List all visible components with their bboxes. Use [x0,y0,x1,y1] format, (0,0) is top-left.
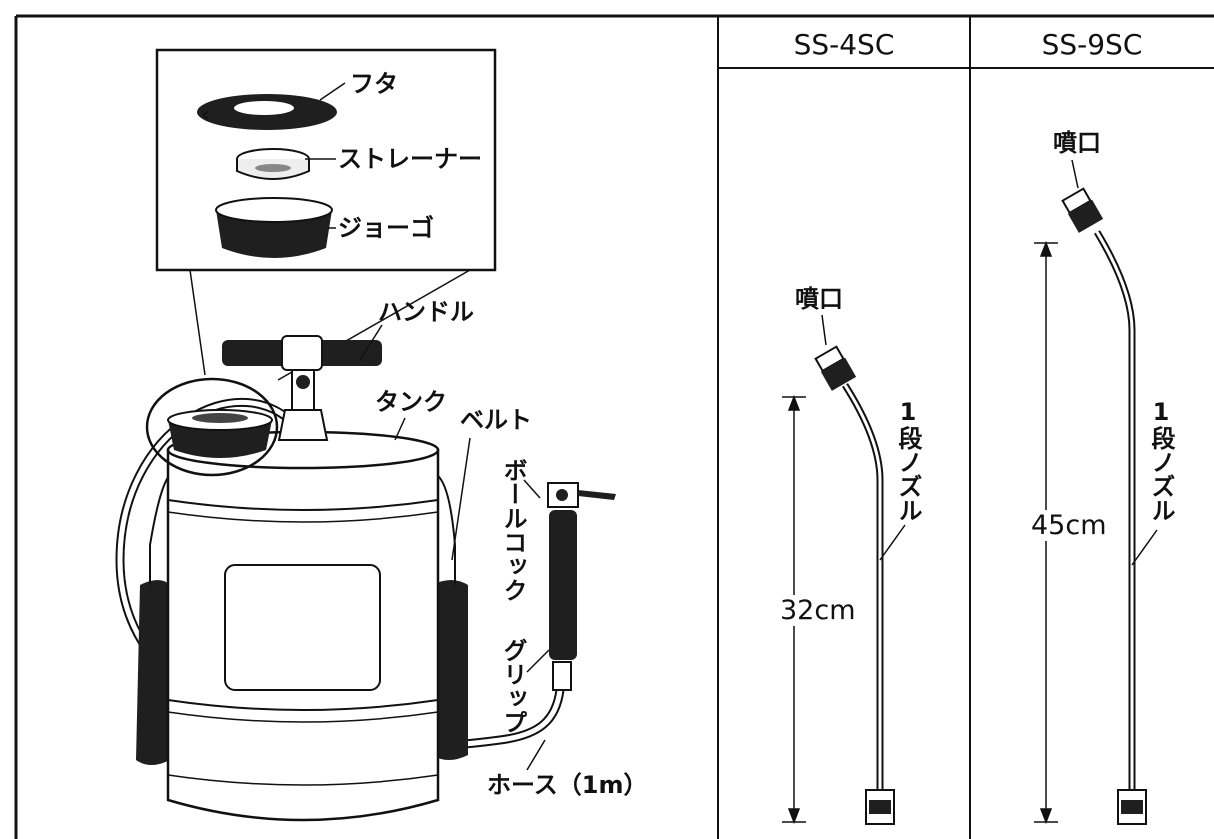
lid-icon [197,94,337,130]
nozzle-a-icon [814,345,895,825]
label-tank: タンク [375,388,447,416]
tank-lid-icon [167,409,273,458]
table-frame [14,14,1214,839]
label-nozzle-b: 1段ノズル [1147,398,1175,522]
nozzle-b-leaders [1071,159,1158,566]
label-hose: ホース（1m） [487,771,648,799]
ball-cock-icon [547,482,616,508]
label-strainer: ストレーナー [338,145,482,173]
grip-icon [549,510,577,691]
label-funnel: ジョーゴ [338,214,434,242]
inset-leader-lines [305,82,346,229]
zoom-circle [145,377,279,477]
label-nozzle-a: 1段ノズル [894,398,922,522]
column-header-ss-9sc: SS-9SC [1041,28,1143,61]
column-header-ss-4sc: SS-4SC [793,28,895,61]
strainer-icon [236,148,310,180]
belt-icon [136,474,468,765]
length-a: 32cm [780,595,856,626]
tank-icon [166,430,440,822]
label-belt: ベルト [460,406,532,434]
label-handle: ハンドル [378,298,474,326]
label-grip: グリップ [499,638,527,734]
handle-icon [222,335,382,441]
nozzle-a-leaders [821,314,906,561]
label-lid: フタ [350,70,398,98]
label-tip-b: 噴口 [1053,129,1101,157]
label-ball-cock: ボールコック [499,458,527,602]
label-tip-a: 噴口 [795,285,843,313]
length-b: 45cm [1031,510,1107,541]
nozzle-b-icon [1061,187,1147,825]
funnel-icon [215,197,333,258]
sprayer-leader-lines [359,324,550,771]
